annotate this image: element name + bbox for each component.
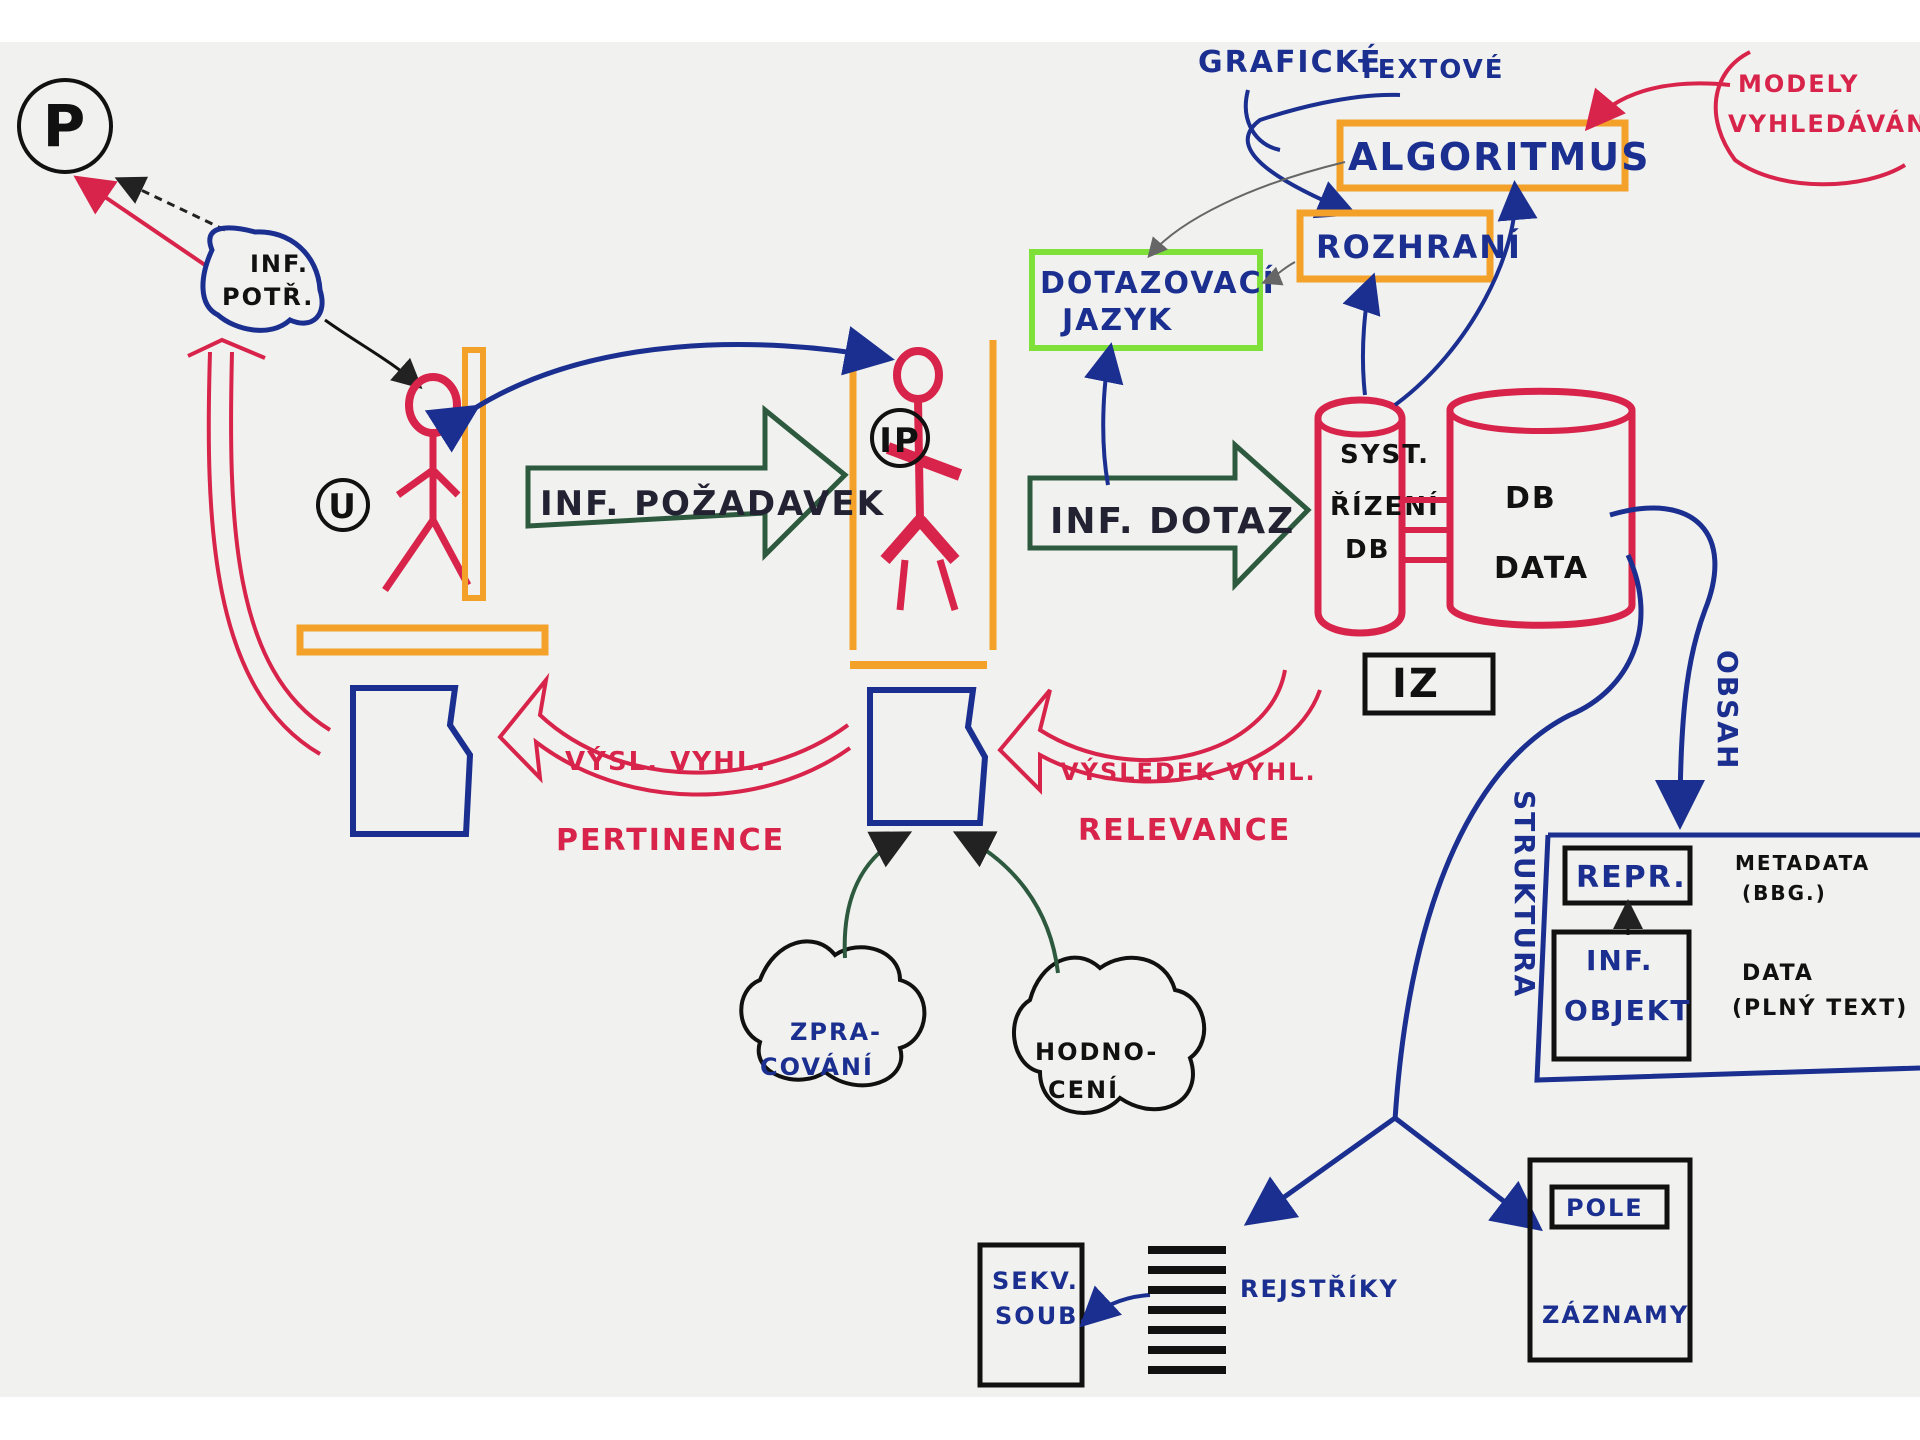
sekv-label-2: SOUB. <box>995 1302 1090 1330</box>
inf-potr-label-1: INF. <box>250 250 309 278</box>
struktura-label: STRUKTURA <box>1508 790 1541 998</box>
struktura-to-zaznamy <box>1393 1116 1543 1232</box>
obsah-label: OBSAH <box>1711 650 1744 770</box>
rejstriky-stack: REJSTŘÍKY <box>1148 1246 1399 1374</box>
vysl-vyhl-arrow: VÝSL. VYHL. PERTINENCE <box>497 672 852 858</box>
arrow-db-algoritmus <box>1393 180 1538 407</box>
modely-arrow <box>1584 81 1731 132</box>
dotazovaci-label-1: DOTAZOVACÍ <box>1040 265 1276 301</box>
pole-label: POLE <box>1566 1194 1644 1222</box>
metadata-label-2: (BBG.) <box>1742 881 1827 905</box>
metadata-frame: REPR. INF. OBJEKT METADATA (BBG.) DATA (… <box>1534 832 1920 1083</box>
ip-label: IP <box>879 421 921 461</box>
modely-label-1: MODELY <box>1738 70 1860 98</box>
db-data-label: DATA <box>1494 551 1589 586</box>
arrow-rozhrani-query <box>1261 261 1296 286</box>
syst-label-3: DB <box>1345 535 1390 565</box>
arrow-zpracovani-doc <box>842 831 913 959</box>
inf-dotaz-label: INF. DOTAZ <box>1050 501 1295 542</box>
dotazovaci-jazyk-box: DOTAZOVACÍ JAZYK <box>1029 249 1276 351</box>
orange-base-left <box>296 624 549 656</box>
arrow-hodnoceni-doc <box>952 831 1060 974</box>
data-label-2: (PLNÝ TEXT) <box>1732 995 1908 1021</box>
left-loop-inner <box>229 351 332 732</box>
inf-objekt-label-2: OBJEKT <box>1564 994 1692 1027</box>
left-loop-arrowhead <box>187 337 266 360</box>
user-label: U <box>328 487 358 527</box>
dashed-arrow-to-p <box>114 176 226 232</box>
textove-label: TEXTOVÉ <box>1358 53 1505 85</box>
inf-objekt-box <box>1551 929 1692 1062</box>
paper-sheet <box>0 42 1920 1397</box>
struktura-to-rejstriky <box>1243 1115 1397 1226</box>
obsah-arrow <box>1609 505 1718 830</box>
arrow-algoritmus-query <box>1147 161 1346 259</box>
zpracovani-label-1: ZPRA- <box>790 1018 882 1046</box>
algoritmus-box: ALGORITMUS <box>1336 119 1650 192</box>
dotazovaci-label-2: JAZYK <box>1060 303 1173 338</box>
document-middle <box>867 687 989 826</box>
arrow-db-rozhrani <box>1342 272 1381 396</box>
inf-dotaz-arrow: INF. DOTAZ <box>1027 439 1312 592</box>
struktura-main-line <box>1392 553 1644 1121</box>
db-label: DB <box>1505 481 1557 516</box>
inf-potr-bubble: INF. POTŘ. <box>200 225 325 333</box>
pertinence-label: PERTINENCE <box>556 823 785 858</box>
red-arrow-to-p <box>73 175 207 267</box>
rozhrani-box: ROZHRANÍ <box>1296 209 1522 283</box>
double-arrow-user-ip <box>424 326 895 453</box>
metadata-label-1: METADATA <box>1735 851 1870 875</box>
zpracovani-cloud: ZPRA- COVÁNÍ <box>739 939 927 1088</box>
vysledek-vyhl-arrow: VÝSLEDEK VYHL. RELEVANCE <box>997 669 1322 848</box>
graficke-label: GRAFICKÉ <box>1198 44 1382 80</box>
arrow-to-query-language <box>1084 342 1124 486</box>
data-label-1: DATA <box>1742 961 1814 986</box>
left-loop-outer <box>206 351 322 756</box>
arrow-potr-to-user <box>324 318 423 389</box>
p-circle-node: P <box>17 78 113 174</box>
vysl-vyhl-label: VÝSL. VYHL. <box>565 745 767 777</box>
db-data-cylinder: DB DATA <box>1446 387 1636 629</box>
rozhrani-label: ROZHRANÍ <box>1316 228 1522 266</box>
sekv-label-1: SEKV. <box>992 1267 1079 1295</box>
inf-objekt-label-1: INF. <box>1586 944 1654 977</box>
db-connectors <box>1402 497 1450 563</box>
db-system-cylinder: SYST. ŘÍZENÍ DB <box>1314 396 1440 637</box>
modely-label-2: VYHLEDÁVÁNÍ <box>1728 109 1920 138</box>
modely-bubble: MODELY VYHLEDÁVÁNÍ <box>1713 50 1920 187</box>
zpracovani-label-2: COVÁNÍ <box>760 1052 874 1081</box>
ip-figure: IP <box>870 347 963 612</box>
syst-label-2: ŘÍZENÍ <box>1330 490 1440 522</box>
hodnoceni-label-2: CENÍ <box>1048 1075 1119 1104</box>
inf-potr-label-2: POTŘ. <box>222 282 314 311</box>
hodnoceni-label-1: HODNO- <box>1035 1038 1158 1066</box>
document-left <box>350 685 474 837</box>
arrow-rejstriky-sekv <box>1079 1285 1151 1328</box>
inf-pozadavek-arrow: INF. POŽADAVEK <box>525 404 885 562</box>
zaznamy-label: ZÁZNAMY <box>1542 1300 1689 1329</box>
algoritmus-label: ALGORITMUS <box>1348 135 1650 179</box>
p-label: P <box>43 92 88 160</box>
textove-connector <box>1245 92 1401 219</box>
hodnoceni-cloud: HODNO- CENÍ <box>1012 955 1207 1115</box>
iz-box: IZ <box>1362 652 1496 716</box>
inf-pozadavek-label: INF. POŽADAVEK <box>540 483 885 524</box>
iz-label: IZ <box>1392 661 1440 707</box>
vysledek-vyhl-label: VÝSLEDEK VYHL. <box>1060 756 1317 786</box>
syst-label-1: SYST. <box>1340 440 1430 470</box>
repr-label: REPR. <box>1576 860 1687 895</box>
relevance-label: RELEVANCE <box>1078 813 1291 848</box>
rejstriky-label: REJSTŘÍKY <box>1240 1274 1399 1303</box>
pole-box <box>1549 1184 1670 1230</box>
zaznamy-box: POLE ZÁZNAMY <box>1527 1157 1693 1363</box>
